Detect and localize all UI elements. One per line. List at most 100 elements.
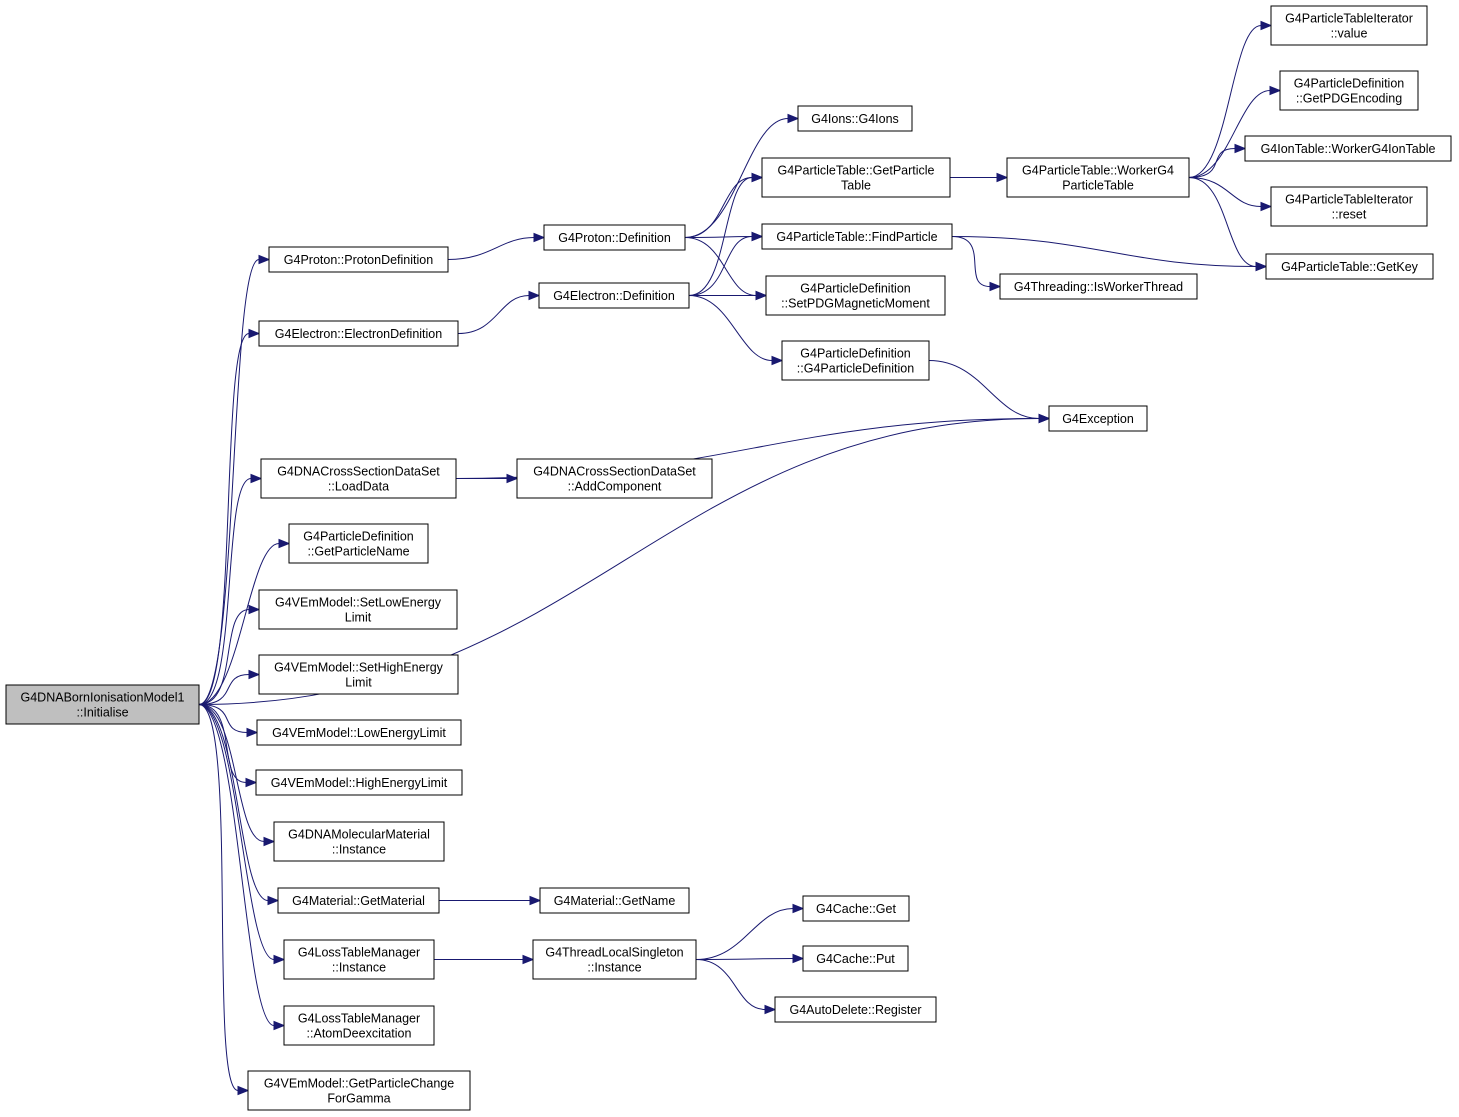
function-node-lowLimit[interactable]: G4VEmModel::LowEnergyLimit xyxy=(256,719,462,746)
arrowhead-icon xyxy=(248,328,261,339)
function-node-isWorker[interactable]: G4Threading::IsWorkerThread xyxy=(999,273,1198,300)
node-label: G4IonTable::WorkerG4IonTable xyxy=(1261,142,1436,156)
node-box xyxy=(247,1070,471,1111)
edge-line xyxy=(928,360,1040,419)
call-edge-electronDefinition-to-getPT xyxy=(688,172,764,296)
arrowhead-icon xyxy=(237,1085,250,1096)
arrowhead-icon xyxy=(989,281,1002,292)
function-node-pdCtor[interactable]: G4ParticleDefinition::G4ParticleDefiniti… xyxy=(781,340,930,381)
function-node-loadData[interactable]: G4DNACrossSectionDataSet::LoadData xyxy=(260,458,457,499)
node-label: G4Ions::G4Ions xyxy=(811,112,899,126)
edge-line xyxy=(198,259,260,705)
function-node-cacheGet[interactable]: G4Cache::Get xyxy=(802,895,910,922)
call-edge-getPT-to-workerPT xyxy=(950,172,1009,183)
edge-line xyxy=(695,959,766,1010)
node-box xyxy=(765,275,946,316)
function-node-tlsInstance[interactable]: G4ThreadLocalSingleton::Instance xyxy=(532,939,697,980)
edge-line xyxy=(457,295,530,334)
edge-line xyxy=(198,704,248,733)
arrowhead-icon xyxy=(751,172,764,183)
function-node-highLimit[interactable]: G4VEmModel::HighEnergyLimit xyxy=(255,769,463,796)
function-node-ptiReset[interactable]: G4ParticleTableIterator::reset xyxy=(1270,186,1428,227)
arrowhead-icon xyxy=(755,290,768,301)
call-edge-root-to-getPC xyxy=(198,704,250,1096)
node-box xyxy=(532,939,697,980)
edge-line xyxy=(1188,90,1271,178)
function-node-findParticle[interactable]: G4ParticleTable::FindParticle xyxy=(761,223,953,250)
call-edge-lossInstance-to-tlsInstance xyxy=(434,954,535,965)
node-box xyxy=(283,1005,435,1046)
function-node-electronDefinition[interactable]: G4Electron::Definition xyxy=(538,282,690,309)
arrowhead-icon xyxy=(751,231,764,242)
function-node-electronDef[interactable]: G4Electron::ElectronDefinition xyxy=(258,320,459,347)
node-label: G4ParticleTable::WorkerG4 xyxy=(1022,164,1174,178)
arrowhead-icon xyxy=(1260,201,1273,212)
edge-line xyxy=(1188,177,1262,207)
arrowhead-icon xyxy=(996,172,1009,183)
node-box xyxy=(539,887,690,914)
node-box xyxy=(774,996,937,1023)
function-node-getMaterial[interactable]: G4Material::GetMaterial xyxy=(277,887,440,914)
node-label: ::G4ParticleDefinition xyxy=(797,362,914,376)
function-node-getParticleName[interactable]: G4ParticleDefinition::GetParticleName xyxy=(288,523,429,564)
call-edge-workerPT-to-getKey xyxy=(1188,177,1268,272)
node-label: G4AutoDelete::Register xyxy=(789,1003,921,1017)
edge-line xyxy=(198,704,275,960)
edge-line xyxy=(198,543,280,705)
function-node-getPDGEnc[interactable]: G4ParticleDefinition::GetPDGEncoding xyxy=(1279,70,1419,111)
node-box xyxy=(1270,186,1428,227)
arrowhead-icon xyxy=(1260,20,1273,31)
function-node-cachePut[interactable]: G4Cache::Put xyxy=(802,945,909,972)
function-node-root[interactable]: G4DNABornIonisationModel1::Initialise xyxy=(5,684,200,725)
call-nodes: G4DNABornIonisationModel1::Initialise G4P… xyxy=(5,5,1452,1111)
function-node-lossInstance[interactable]: G4LossTableManager::Instance xyxy=(283,939,435,980)
call-edge-findParticle-to-getKey xyxy=(951,236,1268,272)
function-node-molInstance[interactable]: G4DNAMolecularMaterial::Instance xyxy=(273,821,445,862)
node-box xyxy=(802,895,910,922)
call-edge-protonDefinition-to-setPDG xyxy=(684,237,768,301)
node-label: ::Initialise xyxy=(76,706,128,720)
node-box xyxy=(1265,253,1434,280)
call-edge-root-to-getParticleName xyxy=(198,538,291,705)
function-node-getName[interactable]: G4Material::GetName xyxy=(539,887,690,914)
function-node-getKey[interactable]: G4ParticleTable::GetKey xyxy=(1265,253,1434,280)
edge-line xyxy=(198,704,265,842)
node-box xyxy=(258,654,459,695)
arrowhead-icon xyxy=(522,954,535,965)
function-node-ions[interactable]: G4Ions::G4Ions xyxy=(797,105,913,132)
function-node-atomDeex[interactable]: G4LossTableManager::AtomDeexcitation xyxy=(283,1005,435,1046)
function-node-exception[interactable]: G4Exception xyxy=(1048,405,1148,432)
node-label: G4DNACrossSectionDataSet xyxy=(277,465,440,479)
node-label: ::Instance xyxy=(332,843,386,857)
call-edge-root-to-electronDef xyxy=(198,328,261,705)
call-edge-root-to-protonDef xyxy=(198,254,271,705)
function-node-setPDG[interactable]: G4ParticleDefinition::SetPDGMagneticMome… xyxy=(765,275,946,316)
node-box xyxy=(258,320,459,347)
node-label: G4ParticleTableIterator xyxy=(1285,193,1413,207)
function-node-workerIon[interactable]: G4IonTable::WorkerG4IonTable xyxy=(1244,135,1452,162)
function-node-protonDefinition[interactable]: G4Proton::Definition xyxy=(543,224,686,251)
arrowhead-icon xyxy=(273,954,286,965)
node-label: ::AddComponent xyxy=(568,480,662,494)
node-box xyxy=(1244,135,1452,162)
function-node-addComponent[interactable]: G4DNACrossSectionDataSet::AddComponent xyxy=(516,458,713,499)
node-label: G4ParticleDefinition xyxy=(800,282,911,296)
arrowhead-icon xyxy=(528,290,541,301)
arrowhead-icon xyxy=(792,903,805,914)
function-node-protonDef[interactable]: G4Proton::ProtonDefinition xyxy=(268,246,449,273)
function-node-autoDelete[interactable]: G4AutoDelete::Register xyxy=(774,996,937,1023)
function-node-ptiValue[interactable]: G4ParticleTableIterator::value xyxy=(1270,5,1428,46)
edge-line xyxy=(684,177,753,238)
edge-line xyxy=(695,958,794,960)
arrowhead-icon xyxy=(248,669,261,680)
node-label: G4Electron::ElectronDefinition xyxy=(275,327,442,341)
arrowhead-icon xyxy=(787,113,800,124)
node-box xyxy=(288,523,429,564)
node-label: G4VEmModel::LowEnergyLimit xyxy=(272,726,446,740)
call-edge-root-to-setLow xyxy=(198,604,261,705)
